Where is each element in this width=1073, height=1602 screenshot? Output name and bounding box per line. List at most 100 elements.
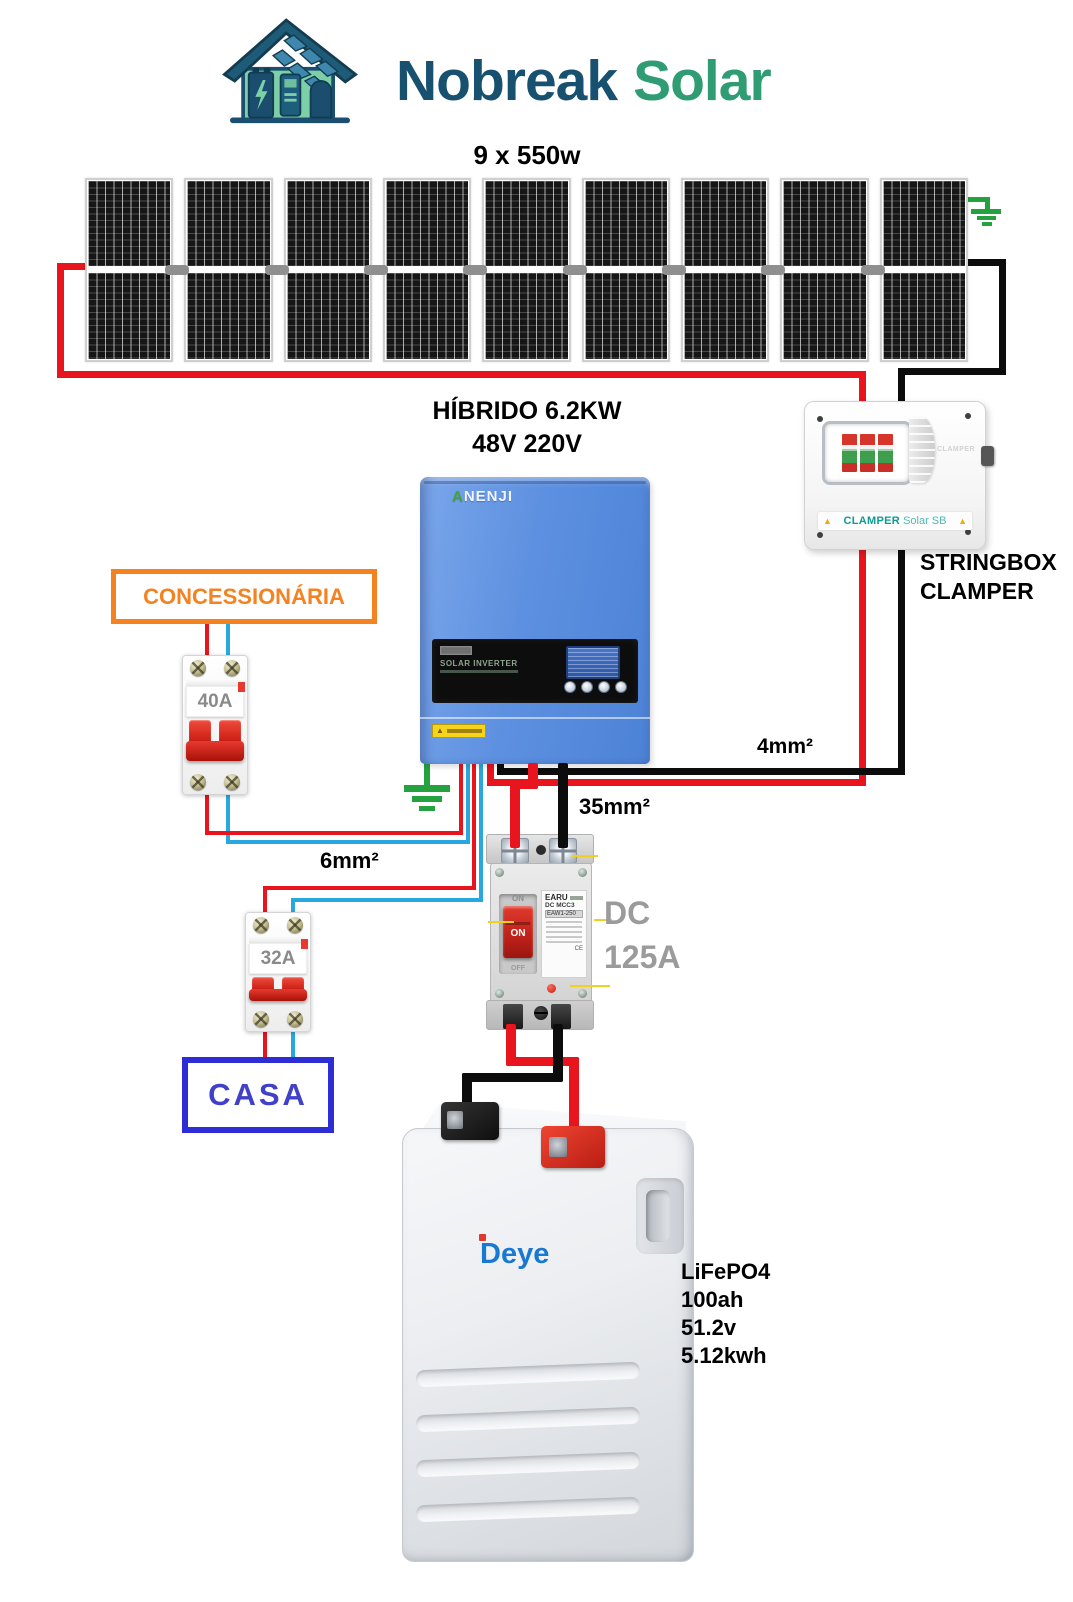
screw-icon bbox=[965, 413, 971, 419]
inverter-panel-subtitle-bar bbox=[440, 670, 518, 673]
solar-panel bbox=[283, 178, 389, 362]
screw-icon bbox=[534, 1006, 548, 1020]
stringbox-model: Solar SB bbox=[900, 515, 947, 527]
solar-panel bbox=[581, 178, 687, 362]
inverter-title-line1: HÍBRIDO 6.2KW bbox=[432, 397, 622, 425]
battery-spec-energy: 5.12kwh bbox=[681, 1343, 767, 1368]
battery-handle-slot bbox=[646, 1190, 670, 1242]
load-blue-rise-wire bbox=[291, 898, 295, 918]
battery-black-breaker-out-wire bbox=[553, 1024, 563, 1082]
callout-line bbox=[594, 919, 612, 921]
inverter-title: HÍBRIDO 6.2KW 48V 220V bbox=[397, 395, 657, 461]
brand-primary: Nobreak bbox=[396, 49, 618, 113]
inverter-button bbox=[598, 681, 610, 693]
stringbox-dps-window bbox=[822, 421, 912, 485]
pv-wire-gauge-label: 4mm² bbox=[757, 735, 814, 758]
dc-breaker-bottom-flange bbox=[486, 1000, 594, 1030]
inverter-seam bbox=[420, 717, 650, 719]
toggle-bar bbox=[249, 989, 307, 1002]
battery-positive-terminal bbox=[541, 1126, 605, 1168]
dc-ce-mark: CE bbox=[574, 945, 583, 952]
screw-icon bbox=[287, 1011, 303, 1027]
breaker-toggles bbox=[249, 977, 307, 1005]
inverter-ground-stem-wire bbox=[424, 763, 430, 785]
dc-bottom-lug bbox=[503, 1004, 523, 1029]
screw-icon bbox=[578, 868, 587, 877]
grid-blue-rise-wire bbox=[466, 764, 470, 844]
hybrid-inverter: ANENJI SOLAR INVERTER ▲ bbox=[420, 477, 650, 764]
battery-brand: Deye bbox=[480, 1238, 550, 1270]
dc-switch-handle: ON bbox=[503, 906, 533, 958]
ac-wire-gauge-label: 6mm² bbox=[320, 848, 379, 873]
inverter-brand-rest: NENJI bbox=[463, 488, 514, 505]
inverter-brand-initial: A bbox=[452, 488, 464, 505]
inverter-warning-label: ▲ bbox=[432, 724, 486, 738]
dc-model: DC MCC3 bbox=[545, 902, 575, 909]
battery-black-lower-jog-wire bbox=[462, 1073, 563, 1082]
breaker-bottom-screws bbox=[246, 1007, 310, 1031]
callout-line bbox=[570, 985, 610, 987]
toggle-bar bbox=[186, 741, 244, 762]
array-ground-bar-wire bbox=[977, 216, 996, 220]
solar-panel bbox=[780, 178, 886, 362]
battery-red-terminal-in-wire bbox=[569, 1057, 579, 1137]
casa-blue-drop-wire bbox=[291, 1024, 295, 1060]
pv-black-inverter-run-wire bbox=[497, 768, 905, 775]
inverter-button bbox=[615, 681, 627, 693]
casa-red-drop-wire bbox=[263, 1024, 267, 1060]
grid-breaker-40a: 40A bbox=[182, 655, 248, 795]
house-breaker-32a: 32A bbox=[245, 912, 311, 1032]
pv-red-inverter-in-wire bbox=[487, 763, 494, 783]
screw-icon bbox=[817, 416, 823, 422]
solar-panel bbox=[482, 178, 588, 362]
array-ground-stem-wire bbox=[985, 197, 990, 211]
battery-spec-chemistry: LiFePO4 bbox=[681, 1259, 771, 1284]
battery-red-elbow-wire bbox=[510, 780, 538, 789]
battery-spec-voltage: 51.2v bbox=[681, 1315, 737, 1340]
inverter-ground-bar-wire bbox=[419, 806, 435, 811]
screw-icon bbox=[965, 529, 971, 535]
screw-icon bbox=[817, 532, 823, 538]
utility-red-drop-wire bbox=[205, 624, 209, 660]
inverter-brand: ANENJI bbox=[452, 488, 513, 505]
dc-series: EAW1-250 bbox=[545, 910, 583, 918]
load-blue-run-wire bbox=[291, 898, 483, 902]
warning-icon: ▲ bbox=[958, 515, 967, 526]
toggle-icon bbox=[219, 720, 241, 745]
stringbox-caption: STRINGBOX CLAMPER bbox=[920, 548, 1057, 606]
toggle-icon bbox=[282, 977, 304, 992]
surge-protector-module bbox=[859, 434, 875, 472]
stringbox-watermark: CLAMPER bbox=[937, 446, 976, 453]
utility-blue-drop-wire bbox=[226, 624, 230, 660]
pv-black-right-drop-wire bbox=[999, 259, 1006, 375]
screw-icon bbox=[224, 660, 240, 676]
battery-handle bbox=[636, 1178, 684, 1254]
warning-icon: ▲ bbox=[823, 515, 832, 526]
inverter-model-chip bbox=[440, 646, 472, 655]
screw-icon bbox=[578, 989, 587, 998]
solar-panel bbox=[879, 178, 968, 362]
pv-red-inverter-run-wire bbox=[487, 779, 866, 786]
pv-red-left-drop-wire bbox=[57, 263, 64, 378]
logo-house-icon bbox=[215, 14, 365, 137]
inverter-ground-bar-wire bbox=[404, 785, 450, 792]
battery-red-lower-jog-wire bbox=[506, 1057, 579, 1066]
grid-red-rise-wire bbox=[459, 764, 463, 835]
load-blue-drop-wire bbox=[479, 764, 483, 902]
inverter-title-line2: 48V 220V bbox=[472, 430, 582, 458]
inverter-front-panel: SOLAR INVERTER bbox=[432, 639, 638, 703]
stringbox-brand-label: CLAMPER Solar SB bbox=[844, 515, 947, 527]
dc-center-hole bbox=[536, 845, 546, 855]
surge-protector-module bbox=[841, 434, 857, 472]
inverter-panel-title: SOLAR INVERTER bbox=[440, 659, 518, 668]
screw-icon bbox=[190, 660, 206, 676]
inverter-buttons bbox=[564, 681, 627, 693]
stringbox-vent bbox=[909, 417, 935, 483]
toggle-icon bbox=[189, 720, 211, 745]
battery-red-breaker-in-wire bbox=[510, 780, 520, 848]
dc-caption-line1: DC bbox=[604, 895, 651, 931]
dc-bottom-lug bbox=[551, 1004, 571, 1029]
grid-blue-down-wire bbox=[226, 789, 230, 844]
inverter-button bbox=[581, 681, 593, 693]
pv-black-inverter-in-wire bbox=[497, 763, 504, 771]
